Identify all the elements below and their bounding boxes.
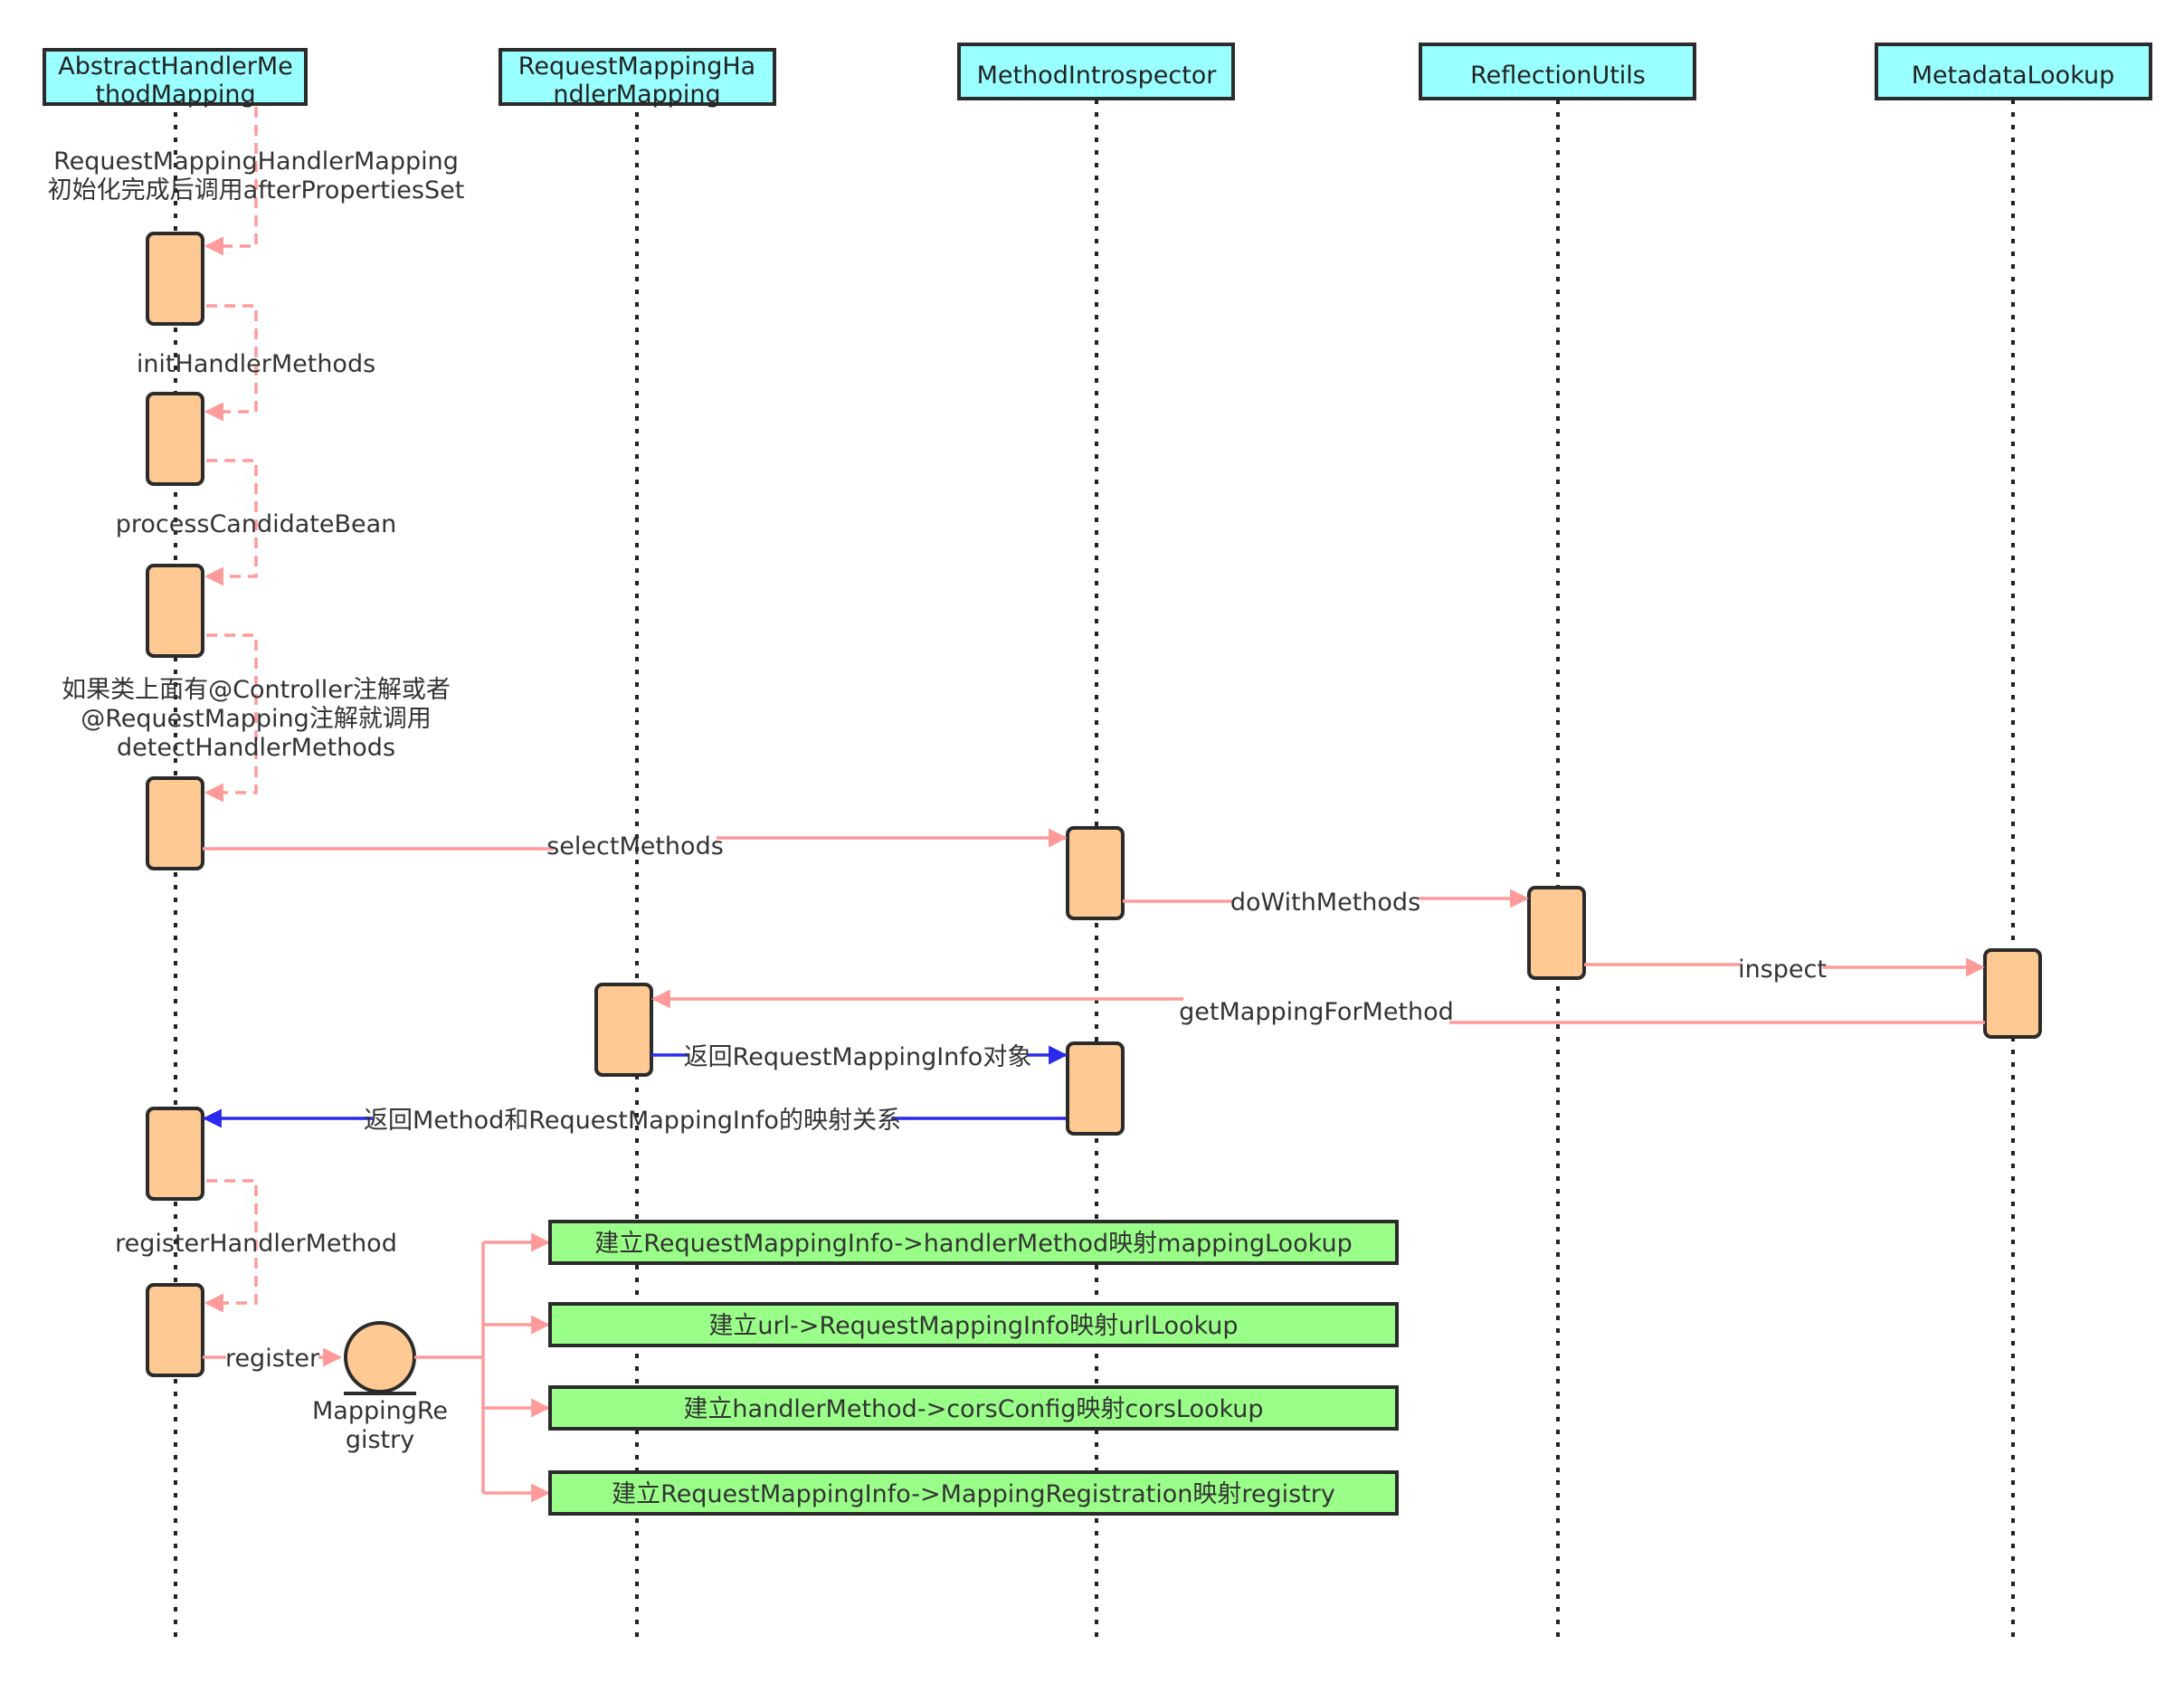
note-box-registry (548, 1470, 1399, 1516)
activation-ahm-1 (146, 232, 204, 326)
message-labels: selectMethods doWithMethods inspect getM… (225, 832, 1827, 1373)
lifeline-header-mi: MethodIntrospector (957, 43, 1235, 100)
lifeline-title-ahm-line2: thodMapping (95, 81, 255, 109)
activation-ahm-3 (146, 564, 204, 658)
lifeline-header-ml: MetadataLookup (1875, 43, 2152, 100)
self-call-label-1-line2: 初始化完成后调用afterPropertiesSet (48, 176, 465, 204)
note-box-url-lookup (548, 1302, 1399, 1347)
lifeline-header-rmhm: RequestMappingHa ndlerMapping (499, 48, 776, 109)
self-call-labels: RequestMappingHandlerMapping 初始化完成后调用aft… (48, 147, 465, 1258)
lifeline-header-ru: ReflectionUtils (1419, 43, 1696, 100)
message-label-inspect: inspect (1738, 956, 1827, 984)
arrow-do-with-methods (1123, 899, 1527, 901)
self-call-label-4-line1: 如果类上面有@Controller注解或者 (62, 676, 451, 704)
arrow-inspect (1584, 965, 1983, 967)
call-arrows (203, 838, 1985, 1024)
self-call-label-1-line1: RequestMappingHandlerMapping (53, 147, 459, 176)
lifeline-title-mi: MethodIntrospector (977, 62, 1218, 90)
mapping-registry-circle (344, 1321, 416, 1393)
activation-ahm-2 (146, 392, 204, 486)
activation-ahm-5 (146, 1107, 204, 1201)
activation-rmhm (594, 983, 653, 1077)
message-label-register: register (225, 1345, 320, 1373)
note-boxes: 建立RequestMappingInfo->handlerMethod映射map… (548, 1220, 1399, 1516)
note-text-cors-lookup: 建立handlerMethod->corsConfig映射corsLookup (683, 1395, 1263, 1423)
lifeline-lines (174, 100, 2015, 1638)
self-call-loops (204, 107, 258, 1313)
mapping-registry-label-line2: gistry (346, 1426, 414, 1454)
fanout-trunk (414, 1242, 485, 1493)
note-text-mapping-lookup: 建立RequestMappingInfo->handlerMethod映射map… (594, 1230, 1352, 1258)
lifeline-title-rmhm-line1: RequestMappingHa (518, 52, 755, 81)
note-text-url-lookup: 建立url->RequestMappingInfo映射urlLookup (708, 1312, 1238, 1340)
registry-fanout-arrows (414, 1232, 551, 1503)
self-call-label-4-line2: @RequestMapping注解就调用 (81, 705, 432, 733)
lifeline-title-ru: ReflectionUtils (1470, 62, 1646, 90)
self-call-label-5: registerHandlerMethod (115, 1230, 397, 1258)
mapping-registry-entity: MappingRe gistry (312, 1321, 448, 1454)
self-call-arrow-register-handler-method (204, 1179, 258, 1313)
activation-ahm-4 (146, 776, 204, 870)
note-box-cors-lookup (548, 1385, 1399, 1431)
self-call-arrow-detect-handler-methods (204, 633, 258, 803)
message-label-return-info: 返回RequestMappingInfo对象 (684, 1043, 1032, 1071)
lifeline-title-ml: MetadataLookup (1912, 62, 2115, 90)
activation-mi-2 (1066, 1041, 1125, 1136)
self-call-arrow-init-handler-methods (204, 304, 258, 422)
lifeline-header-ahm: AbstractHandlerMe thodMapping (43, 48, 308, 109)
lifeline-title-rmhm-line2: ndlerMapping (553, 81, 720, 109)
activation-ru (1527, 886, 1586, 980)
lifeline-title-ahm-line1: AbstractHandlerMe (58, 52, 293, 81)
activation-ml (1983, 948, 2042, 1039)
message-label-get-mapping-for-method: getMappingForMethod (1179, 998, 1454, 1026)
mapping-registry-label-line1: MappingRe (312, 1397, 448, 1425)
note-text-registry: 建立RequestMappingInfo->MappingRegistratio… (612, 1480, 1335, 1508)
message-label-return-mapping: 返回Method和RequestMappingInfo的映射关系 (364, 1107, 901, 1135)
arrow-select-methods (203, 838, 1066, 849)
message-label-do-with-methods: doWithMethods (1230, 889, 1420, 917)
self-call-label-4-line3: detectHandlerMethods (117, 734, 395, 762)
return-arrows (204, 1055, 1066, 1118)
self-call-label-3: processCandidateBean (116, 510, 397, 538)
self-call-arrow-process-candidate-bean (204, 459, 258, 586)
activation-mi-1 (1066, 826, 1125, 920)
note-box-mapping-lookup (548, 1220, 1399, 1265)
self-call-arrow-after-properties-set (204, 107, 258, 256)
self-call-label-2: initHandlerMethods (137, 350, 375, 378)
message-label-select-methods: selectMethods (546, 832, 724, 861)
activation-ahm-6 (146, 1283, 204, 1377)
activations (146, 232, 2042, 1377)
